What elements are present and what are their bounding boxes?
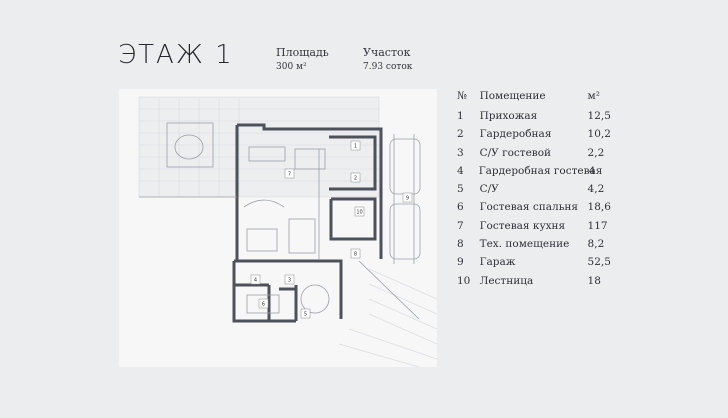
row-number: 3 (457, 146, 464, 159)
row-number: 4 (457, 164, 464, 177)
floor-title: ЭТАЖ 1 (118, 40, 234, 70)
room-marker: 7 (288, 172, 291, 178)
col-room: Помещение (479, 90, 546, 102)
row-number: 2 (457, 128, 464, 141)
row-area: 18 (587, 274, 601, 287)
table-header: № Помещение м² (457, 90, 617, 110)
table-row: 6 Гостевая спальня 18,6 (457, 201, 617, 219)
row-area: 18,6 (587, 201, 611, 214)
table-row: 2 Гардеробная 10,2 (457, 128, 617, 146)
table-row: 1 Прихожая 12,5 (457, 110, 617, 128)
room-marker: 2 (354, 176, 357, 182)
row-room: С/У гостевой (479, 146, 552, 159)
row-area: 52,5 (587, 256, 611, 269)
plot-stat: Участок 7.93 соток (363, 45, 412, 75)
col-area: м² (587, 90, 600, 102)
room-marker: 10 (356, 210, 362, 216)
row-area: 2,2 (587, 146, 605, 159)
row-number: 5 (457, 183, 464, 196)
row-number: 6 (457, 201, 464, 214)
table-row: 9 Гараж 52,5 (457, 256, 617, 274)
row-room: С/У (479, 183, 499, 196)
row-number: 7 (457, 219, 464, 232)
row-room: Лестница (479, 274, 534, 287)
area-value: 300 м² (276, 62, 307, 72)
room-marker: 4 (254, 278, 257, 284)
row-number: 1 (457, 110, 464, 122)
row-room: Гостевая кухня (479, 219, 566, 232)
row-number: 8 (457, 238, 464, 251)
col-number: № (457, 90, 467, 102)
row-number: 9 (457, 256, 464, 269)
row-room: Гараж (479, 256, 516, 269)
table-row: 10 Лестница 18 (457, 275, 617, 293)
table-row: 7 Гостевая кухня 117 (457, 220, 617, 238)
row-room: Гостевая спальня (479, 201, 579, 214)
floor-plan[interactable]: 1 2 3 4 5 6 7 8 9 10 (119, 89, 437, 367)
floor-plan-drawing: 1 2 3 4 5 6 7 8 9 10 (138, 96, 437, 367)
area-stat: Площадь 300 м² (276, 45, 329, 75)
plot-value: 7.93 соток (363, 62, 413, 72)
row-room: Тех. помещение (479, 238, 570, 251)
table-row: 5 С/У 4,2 (457, 183, 617, 201)
room-marker: 3 (288, 278, 291, 284)
table-row: 3 С/У гостевой 2,2 (457, 147, 617, 165)
room-marker: 6 (262, 302, 265, 308)
plot-label: Участок (363, 46, 411, 59)
row-area: 8,2 (587, 238, 605, 251)
row-room: Гардеробная (479, 128, 552, 141)
row-area: 117 (587, 219, 608, 232)
table-row: 8 Тех. помещение 8,2 (457, 238, 617, 256)
area-label: Площадь (276, 46, 329, 59)
row-room: Гардеробная гостевая (478, 164, 603, 177)
row-area: 4 (588, 164, 596, 177)
room-marker: 8 (354, 252, 357, 258)
room-marker: 9 (406, 196, 409, 202)
row-area: 4,2 (587, 183, 605, 196)
room-marker: 1 (354, 144, 357, 150)
room-marker: 5 (304, 312, 307, 318)
row-number: 10 (457, 274, 471, 287)
row-area: 10,2 (587, 128, 611, 141)
row-room: Прихожая (479, 110, 538, 122)
row-area: 12,5 (587, 110, 611, 122)
